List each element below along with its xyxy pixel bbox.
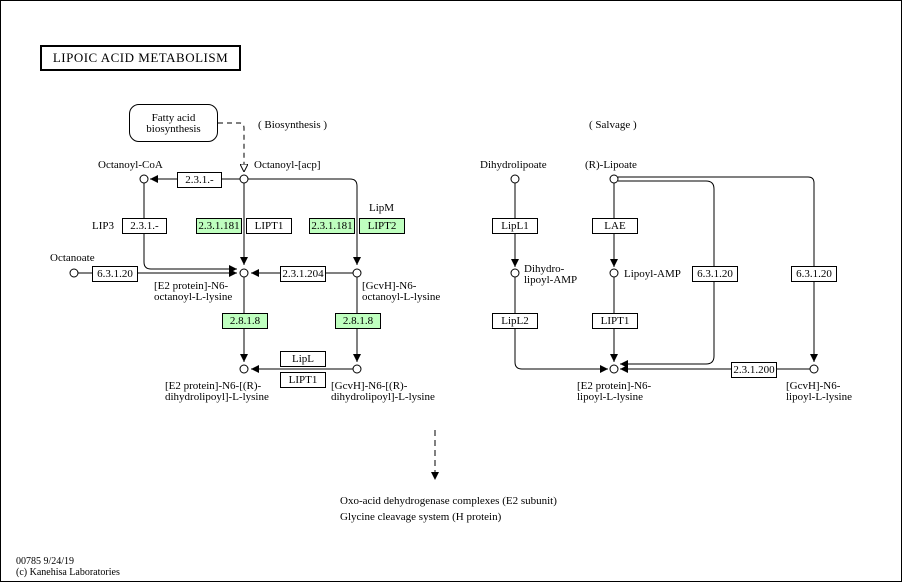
label-gcvh-octanoyl-2[interactable]: octanoyl-L-lysine (362, 291, 441, 303)
footer-map-id: 00785 9/24/19 (16, 556, 75, 567)
enzyme-2-8-1-8-a[interactable]: 2.8.1.8 (222, 313, 268, 329)
label-dihydrolipoyl-amp-2[interactable]: lipoyl-AMP (524, 274, 578, 286)
label-gcvh-dihydro-2[interactable]: dihydrolipoyl]-L-lysine (331, 391, 435, 403)
enzyme-2-3-1-181-a[interactable]: 2.3.1.181 (196, 218, 242, 234)
edge-fab-to-octanoyl-acp (218, 122, 244, 172)
node-gcvh-octanoyl (352, 268, 362, 278)
edge-lipoate-to-gcvh-lipoyl (618, 176, 818, 362)
enzyme-2-3-1-200[interactable]: 2.3.1.200 (731, 362, 777, 378)
edge-acp-to-gcvh-octanoyl (248, 178, 361, 265)
node-octanoyl-acp (239, 174, 249, 184)
label-octanoyl-acp[interactable]: Octanoyl-[acp] (254, 159, 321, 171)
label-e2-dihydro-2[interactable]: dihydrolipoyl]-L-lysine (165, 391, 269, 403)
edge-dihydro-amp-to-e2-lipoyl (514, 277, 608, 373)
label-lipm: LipM (369, 202, 395, 214)
enzyme-6-3-1-20-right[interactable]: 6.3.1.20 (791, 266, 837, 282)
enzyme-lae[interactable]: LAE (592, 218, 638, 234)
label-gcvh-lipoyl-2[interactable]: lipoyl-L-lysine (786, 391, 852, 403)
label-r-lipoate[interactable]: (R)-Lipoate (585, 159, 637, 171)
node-gcvh-lipoyl (809, 364, 819, 374)
fab-line1: Fatty acid (151, 112, 196, 124)
label-octanoyl-coa[interactable]: Octanoyl-CoA (98, 159, 163, 171)
label-e2-lipoyl-2[interactable]: lipoyl-L-lysine (577, 391, 643, 403)
node-dihydrolipoate (510, 174, 520, 184)
enzyme-lipt2[interactable]: LIPT2 (359, 218, 405, 234)
label-octanoate[interactable]: Octanoate (50, 252, 95, 264)
node-lipoyl-amp (609, 268, 619, 278)
enzyme-lipl1[interactable]: LipL1 (492, 218, 538, 234)
enzyme-2-8-1-8-b[interactable]: 2.8.1.8 (335, 313, 381, 329)
label-gcvh-lipoyl-1[interactable]: [GcvH]-N6- (786, 380, 841, 392)
node-octanoate (69, 268, 79, 278)
label-lip3: LIP3 (92, 220, 114, 232)
label-gcvh-dihydro-1[interactable]: [GcvH]-N6-[(R)- (331, 380, 408, 392)
enzyme-lipt1-a[interactable]: LIPT1 (246, 218, 292, 234)
label-e2-octanoyl-1[interactable]: [E2 protein]-N6- (154, 280, 229, 292)
output-oxo-acid[interactable]: Oxo-acid dehydrogenase complexes (E2 sub… (340, 495, 557, 507)
enzyme-6-3-1-20-mid[interactable]: 6.3.1.20 (692, 266, 738, 282)
node-e2-octanoyl (239, 268, 249, 278)
enzyme-2-3-1-204[interactable]: 2.3.1.204 (280, 266, 326, 282)
label-gcvh-octanoyl-1[interactable]: [GcvH]-N6- (362, 280, 417, 292)
enzyme-lipl[interactable]: LipL (280, 351, 326, 367)
section-salvage: ( Salvage ) (589, 119, 637, 131)
node-dihydrolipoyl-amp (510, 268, 520, 278)
label-dihydrolipoate[interactable]: Dihydrolipoate (480, 159, 547, 171)
enzyme-lipt1-b[interactable]: LIPT1 (280, 372, 326, 388)
node-r-lipoate (609, 174, 619, 184)
node-gcvh-dihydrolipoyl (352, 364, 362, 374)
label-e2-octanoyl-2[interactable]: octanoyl-L-lysine (154, 291, 233, 303)
fatty-acid-biosynthesis-map-link[interactable]: Fatty acid biosynthesis (129, 104, 218, 142)
node-e2-lipoyl (609, 364, 619, 374)
enzyme-6-3-1-20-left[interactable]: 6.3.1.20 (92, 266, 138, 282)
enzyme-2-3-1-left[interactable]: 2.3.1.- (122, 218, 167, 234)
fab-line2: biosynthesis (146, 123, 201, 135)
edge-coa-to-e2-octanoyl (143, 183, 237, 273)
footer-copyright: (c) Kanehisa Laboratories (16, 567, 120, 578)
label-e2-lipoyl-1[interactable]: [E2 protein]-N6- (577, 380, 652, 392)
node-octanoyl-coa (139, 174, 149, 184)
label-dihydrolipoyl-amp-1[interactable]: Dihydro- (524, 263, 565, 275)
output-glycine-cleavage[interactable]: Glycine cleavage system (H protein) (340, 511, 502, 523)
map-title: LIPOIC ACID METABOLISM (40, 45, 241, 71)
node-e2-dihydrolipoyl (239, 364, 249, 374)
enzyme-2-3-1-top[interactable]: 2.3.1.- (177, 172, 222, 188)
section-biosynthesis: ( Biosynthesis ) (258, 119, 328, 131)
enzyme-2-3-1-181-b[interactable]: 2.3.1.181 (309, 218, 355, 234)
enzyme-lipt1-c[interactable]: LIPT1 (592, 313, 638, 329)
label-lipoyl-amp[interactable]: Lipoyl-AMP (624, 268, 681, 280)
enzyme-lipl2[interactable]: LipL2 (492, 313, 538, 329)
label-e2-dihydro-1[interactable]: [E2 protein]-N6-[(R)- (165, 380, 262, 392)
